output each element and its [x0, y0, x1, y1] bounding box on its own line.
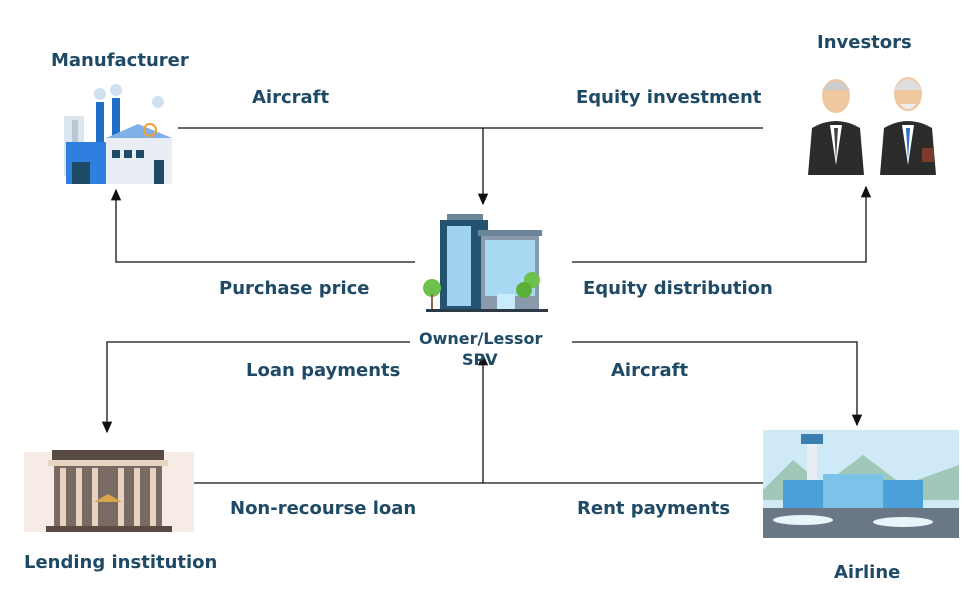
airline-label: Airline: [834, 562, 901, 583]
flow-label-loan-payments: Loan payments: [246, 360, 401, 381]
arrow-equity-distribution: [572, 185, 872, 263]
office-building-icon: [423, 214, 548, 312]
spv-label-line2: SPV: [462, 350, 498, 369]
flow-label-aircraft-top: Aircraft: [252, 87, 330, 108]
lender-label: Lending institution: [24, 552, 218, 573]
flow-label-rent-payments: Rent payments: [577, 498, 731, 519]
flow-label-aircraft-bottom: Aircraft: [611, 360, 689, 381]
investors-label: Investors: [817, 32, 912, 53]
arrow-aircraft-airline: [572, 341, 863, 427]
spv-label-line1: Owner/Lessor: [419, 329, 543, 348]
manufacturer-label: Manufacturer: [51, 50, 189, 71]
factory-icon: [64, 84, 172, 184]
flow-label-non-recourse-loan: Non-recourse loan: [230, 498, 417, 519]
flow-label-equity-distribution: Equity distribution: [583, 278, 773, 299]
investors-icon: [808, 77, 936, 175]
bank-building-icon: [24, 450, 194, 532]
airport-icon: [763, 430, 959, 538]
arrow-purchase-price: [110, 188, 415, 263]
flow-label-purchase-price: Purchase price: [219, 278, 370, 299]
arrow-loan-payments: [101, 341, 410, 434]
flow-label-equity-investment: Equity investment: [576, 87, 762, 108]
